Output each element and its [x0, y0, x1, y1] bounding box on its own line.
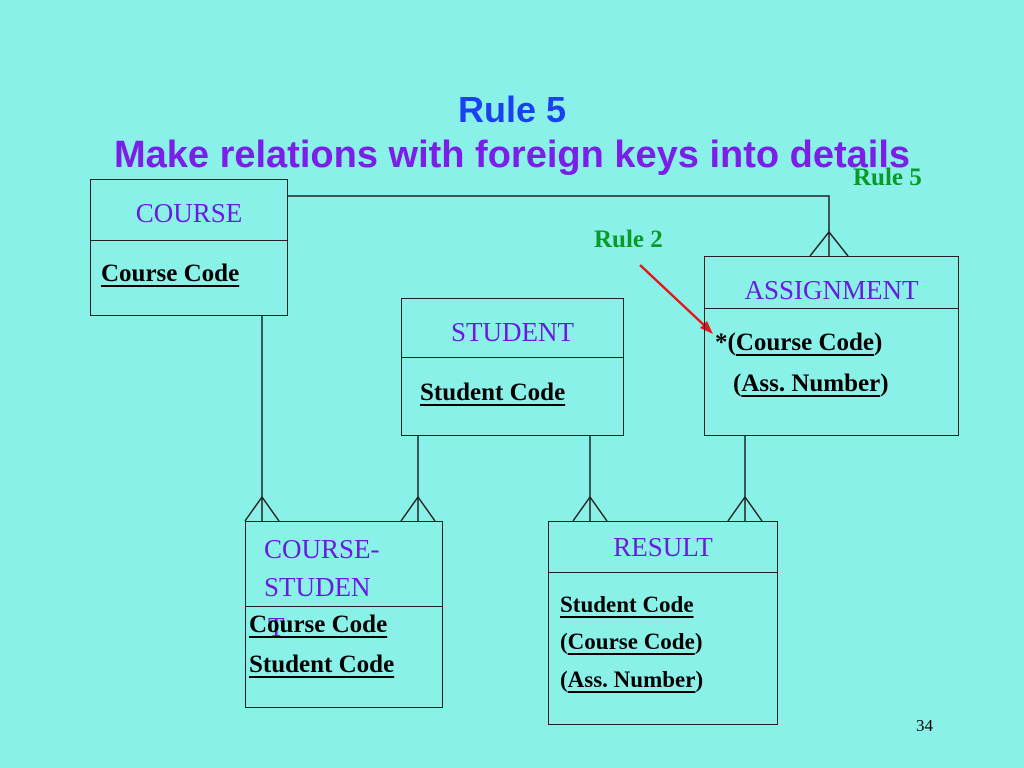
- rule2-arrowhead: [700, 321, 713, 334]
- result-attr2-prefix: (: [560, 629, 568, 654]
- student-code-attribute: Student Code: [420, 379, 566, 406]
- rule2-label: Rule 2: [594, 226, 663, 253]
- assignment-attr2-key: Ass. Number: [741, 370, 881, 397]
- student-entity: STUDENT Student Code: [401, 298, 624, 436]
- result-attr3-suffix: ): [695, 667, 704, 692]
- course-entity-divider: [91, 240, 287, 241]
- result-course-code-attribute: (Course Code): [560, 629, 702, 655]
- result-attr2-suffix: ): [694, 629, 703, 654]
- rule5-label: Rule 5: [853, 164, 922, 191]
- course-student-course-code-attribute: Course Code: [249, 611, 388, 638]
- course-assignment-line: [287, 195, 830, 256]
- assignment-course-code-attribute: *(Course Code): [715, 329, 882, 357]
- assignment-attr1-key: Course Code: [735, 329, 875, 356]
- assignment-attr2-suffix: ): [880, 370, 889, 397]
- result-attr3-key: Ass. Number: [567, 667, 696, 692]
- coursestudent-crows-foot-right: [400, 495, 436, 522]
- slide-title: Rule 5: [457, 89, 567, 130]
- assignment-entity: ASSIGNMENT *(Course Code) (Ass. Number): [704, 256, 959, 436]
- result-crows-foot-left: [572, 495, 608, 522]
- course-student-student-code-attribute: Student Code: [249, 651, 395, 678]
- coursestudent-crows-foot-left: [244, 495, 280, 522]
- assignment-entity-name: ASSIGNMENT: [744, 275, 919, 305]
- assignment-attr2-prefix: (: [733, 370, 742, 397]
- course-entity-name: COURSE: [135, 198, 243, 228]
- student-entity-divider: [402, 357, 623, 358]
- result-ass-number-attribute: (Ass. Number): [560, 667, 703, 693]
- course-student-name-line1: COURSE-: [264, 534, 380, 564]
- assignment-attr1-prefix: *(: [715, 329, 736, 356]
- assignment-crows-foot: [809, 230, 849, 257]
- course-student-name-line3: T: [268, 612, 285, 642]
- result-attr2-key: Course Code: [567, 629, 695, 654]
- assignment-ass-number-attribute: (Ass. Number): [733, 370, 889, 398]
- rule2-arrow: [639, 264, 707, 328]
- course-student-entity-divider: [246, 606, 442, 607]
- slide-subtitle: Make relations with foreign keys into de…: [113, 134, 911, 176]
- result-attr3-prefix: (: [560, 667, 568, 692]
- result-entity-name: RESULT: [613, 532, 713, 562]
- result-crows-foot-right: [727, 495, 763, 522]
- result-entity: RESULT Student Code (Course Code) (Ass. …: [548, 521, 778, 725]
- assignment-entity-divider: [705, 308, 958, 309]
- course-student-name-line2: STUDEN: [264, 572, 371, 602]
- course-entity: COURSE Course Code: [90, 179, 288, 316]
- course-student-entity: COURSE- STUDEN T Course Code Student Cod…: [245, 521, 443, 708]
- page-number: 34: [916, 716, 933, 735]
- assignment-attr1-suffix: ): [874, 329, 883, 356]
- result-entity-divider: [549, 572, 777, 573]
- course-code-attribute: Course Code: [101, 260, 240, 287]
- student-entity-name: STUDENT: [451, 317, 574, 347]
- result-student-code-attribute: Student Code: [560, 592, 694, 617]
